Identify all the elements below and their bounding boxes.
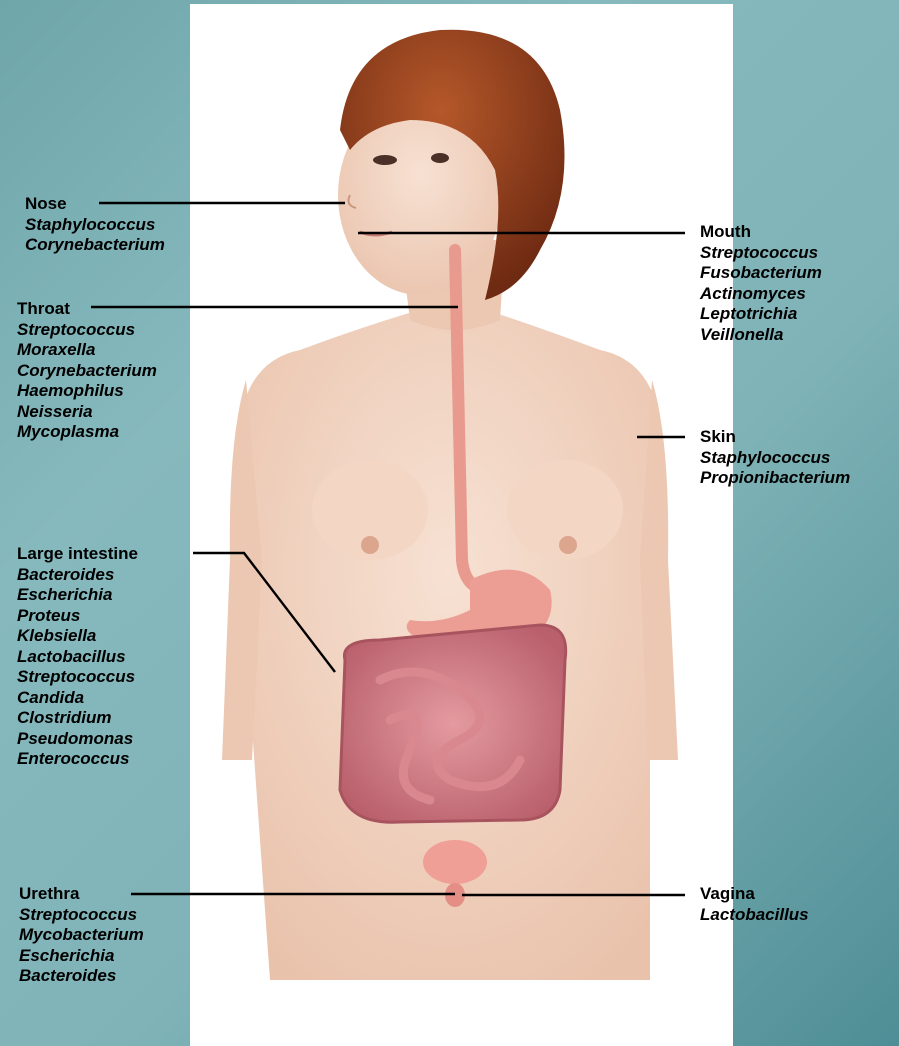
large-intestine-genus: Escherichia [17,585,138,606]
mouth-genus: Actinomyces [700,284,822,305]
large-intestine-genus: Lactobacillus [17,647,138,668]
large-intestine-genus: Streptococcus [17,667,138,688]
throat-genus: Haemophilus [17,381,157,402]
large-intestine-genus: Clostridium [17,708,138,729]
mouth-heading: Mouth [700,222,822,243]
throat-genus: Mycoplasma [17,422,157,443]
vagina-genus: Lactobacillus [700,905,809,926]
throat-label: Throat Streptococcus Moraxella Corynebac… [17,299,157,443]
skin-label: Skin Staphylococcus Propionibacterium [700,427,850,489]
throat-heading: Throat [17,299,157,320]
large-intestine [340,625,566,822]
nose-genus: Staphylococcus [25,215,165,236]
skin-heading: Skin [700,427,850,448]
nose-genus: Corynebacterium [25,235,165,256]
mouth-genus: Veillonella [700,325,822,346]
skin-genus: Staphylococcus [700,448,850,469]
mouth-genus: Streptococcus [700,243,822,264]
throat-genus: Moraxella [17,340,157,361]
large-intestine-genus: Bacteroides [17,565,138,586]
urethra-heading: Urethra [19,884,144,905]
throat-genus: Neisseria [17,402,157,423]
vagina-heading: Vagina [700,884,809,905]
nose-label: Nose Staphylococcus Corynebacterium [25,194,165,256]
urethra-genus: Escherichia [19,946,144,967]
nose-heading: Nose [25,194,165,215]
large-intestine-label: Large intestine Bacteroides Escherichia … [17,544,138,770]
urethra-genus: Mycobacterium [19,925,144,946]
vagina-label: Vagina Lactobacillus [700,884,809,925]
skin-genus: Propionibacterium [700,468,850,489]
large-intestine-genus: Proteus [17,606,138,627]
urethra-label: Urethra Streptococcus Mycobacterium Esch… [19,884,144,987]
large-intestine-genus: Candida [17,688,138,709]
urethra-genus: Bacteroides [19,966,144,987]
large-intestine-genus: Pseudomonas [17,729,138,750]
throat-genus: Streptococcus [17,320,157,341]
large-intestine-genus: Klebsiella [17,626,138,647]
throat-genus: Corynebacterium [17,361,157,382]
bladder [423,840,487,884]
large-intestine-genus: Enterococcus [17,749,138,770]
urethra-genus: Streptococcus [19,905,144,926]
mouth-label: Mouth Streptococcus Fusobacterium Actino… [700,222,822,345]
mouth-genus: Fusobacterium [700,263,822,284]
large-intestine-heading: Large intestine [17,544,138,565]
mouth-genus: Leptotrichia [700,304,822,325]
